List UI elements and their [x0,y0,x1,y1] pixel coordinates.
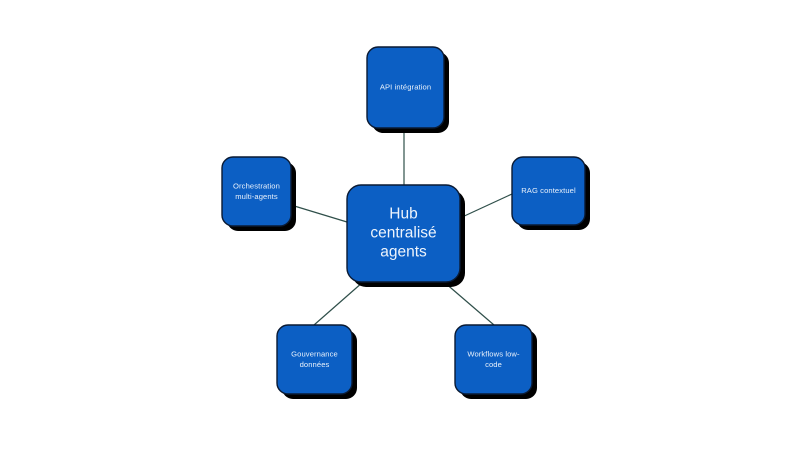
connector-hub-gouvernance [313,281,364,326]
connector-hub-orchestration [290,204,348,223]
node-box[interactable] [454,324,533,395]
node-workflows-low-code[interactable]: Workflows low-code [454,324,537,399]
node-api-integration[interactable]: API intégration [366,46,449,133]
connector-hub-workflows [443,281,495,326]
node-box[interactable] [346,184,461,283]
node-box[interactable] [366,46,445,129]
connector-layer [290,128,513,326]
node-rag-contextuel[interactable]: RAG contextuel [511,156,590,230]
connector-hub-rag [459,193,513,219]
node-label-rag-contextuel: RAG contextuel [521,186,576,195]
node-box[interactable] [221,156,292,227]
node-box[interactable] [511,156,586,226]
node-label-api-integration: API intégration [380,83,431,92]
node-box[interactable] [276,324,353,395]
node-label-workflows-low-code: Workflows low-code [467,349,520,369]
